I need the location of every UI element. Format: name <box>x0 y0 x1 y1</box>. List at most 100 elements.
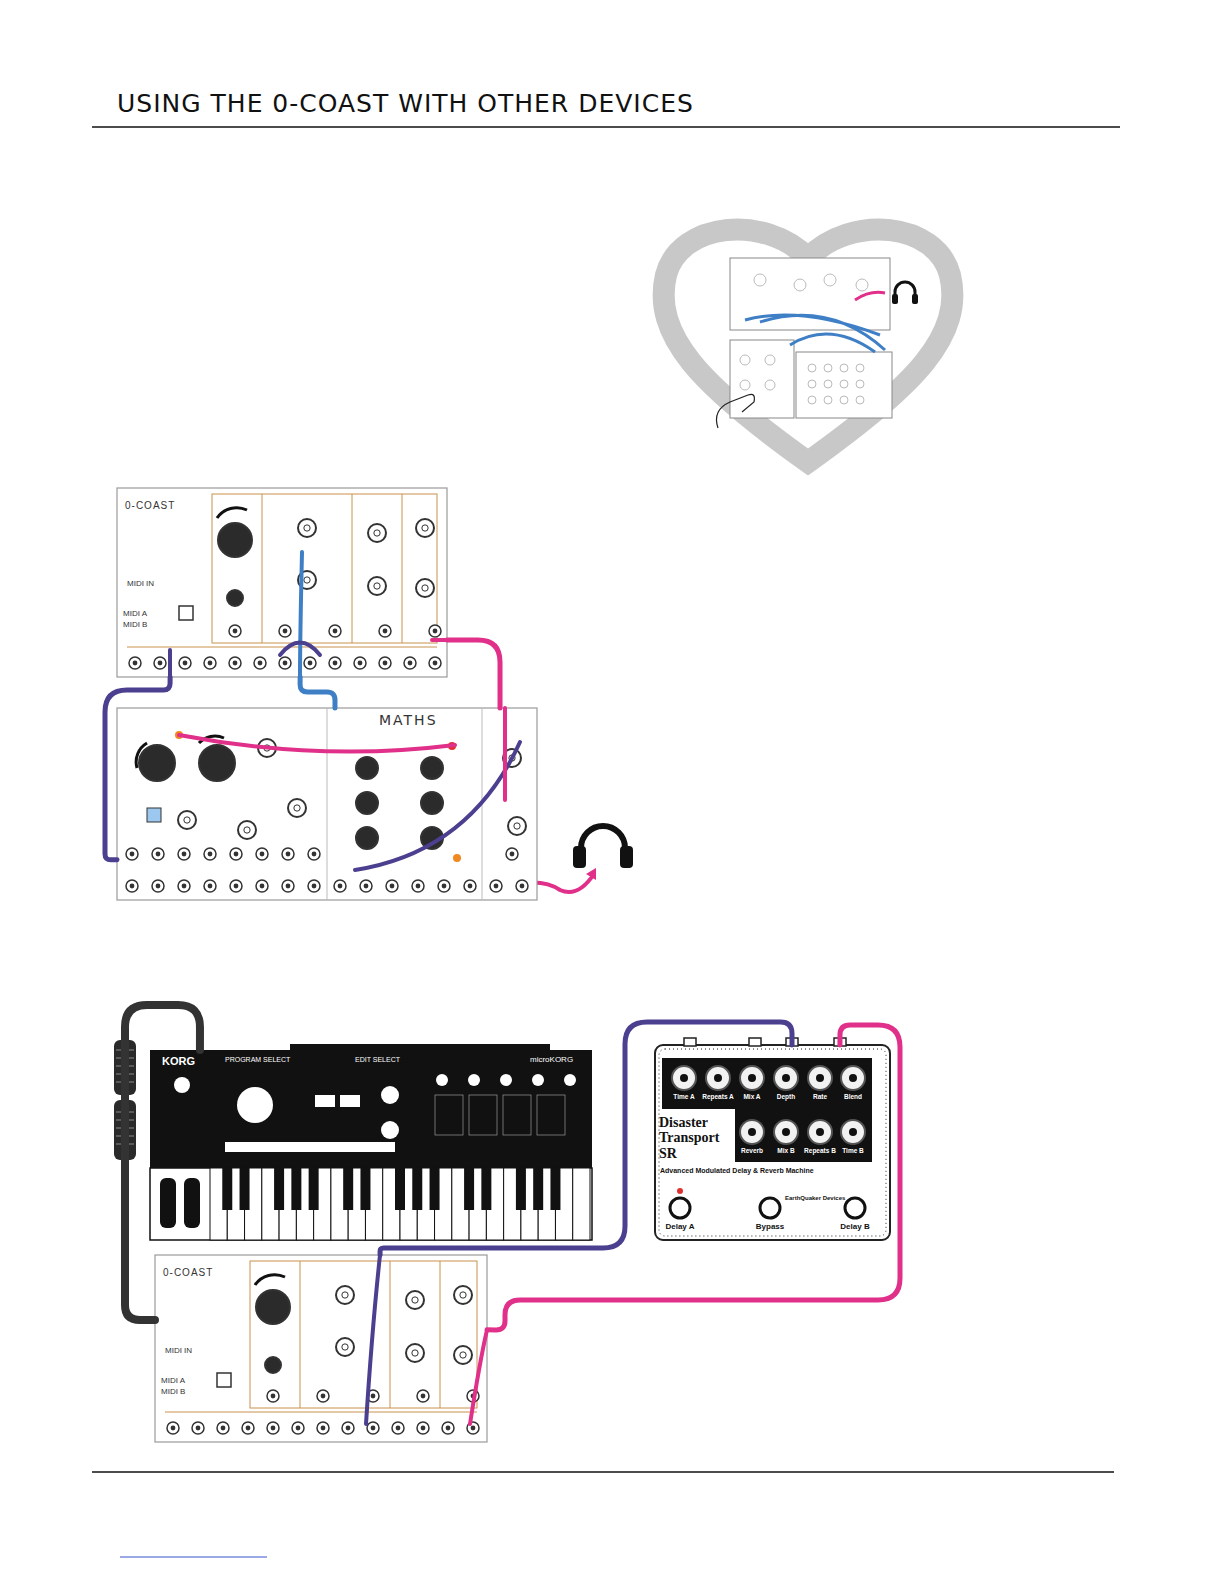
panel-label: PROGRAM SELECT <box>225 1056 290 1064</box>
knob <box>356 792 378 814</box>
knob <box>298 519 316 537</box>
jack <box>438 880 450 892</box>
panel-label: Time B <box>823 1147 883 1154</box>
jack <box>286 884 291 889</box>
knob <box>454 1346 472 1364</box>
panel-trace <box>262 494 263 643</box>
knob <box>381 1121 399 1139</box>
jack <box>208 661 213 666</box>
pedal-control-area <box>662 1058 872 1162</box>
panel-label: Repeats B <box>790 1147 850 1154</box>
jack <box>360 880 372 892</box>
knob <box>412 1350 418 1356</box>
jack <box>396 1426 401 1431</box>
patch-cable <box>179 735 455 752</box>
keyboard-top-panel <box>150 1050 592 1168</box>
jack <box>196 1426 201 1431</box>
knob <box>368 577 386 595</box>
panel-trace <box>390 1261 391 1408</box>
panel-label: Repeats A <box>688 1093 748 1100</box>
jack <box>242 1422 254 1434</box>
jack <box>408 661 413 666</box>
knob <box>849 1128 857 1136</box>
parameter-table <box>503 1095 531 1135</box>
knob <box>422 585 428 591</box>
jack <box>346 1426 351 1431</box>
panel-face <box>117 488 447 677</box>
jack <box>329 657 341 669</box>
jack <box>506 848 518 860</box>
knob <box>748 1128 756 1136</box>
jack <box>510 852 515 857</box>
jack <box>490 880 502 892</box>
knob <box>774 1120 798 1144</box>
jack <box>256 880 268 892</box>
patch-cable <box>355 742 520 870</box>
knob <box>412 1297 418 1303</box>
jack <box>304 657 316 669</box>
jack <box>254 657 266 669</box>
patch-cable <box>470 1330 487 1424</box>
jack <box>130 852 135 857</box>
knob <box>808 1120 832 1144</box>
wheel <box>184 1178 200 1228</box>
patch-cable <box>487 1025 900 1330</box>
knob <box>680 1074 688 1082</box>
node-text: Advanced Modulated Delay & Reverb Machin… <box>660 1167 814 1175</box>
panel-label: MIDI B <box>123 621 147 630</box>
turn-arrow <box>255 1275 285 1285</box>
jack <box>229 625 241 637</box>
panel-label: MIDI B <box>161 1388 185 1397</box>
jack <box>421 1426 426 1431</box>
black-key <box>274 1168 284 1210</box>
knob <box>174 1077 190 1093</box>
jack <box>126 848 138 860</box>
knob <box>468 1074 480 1086</box>
pedal-jack <box>684 1038 696 1046</box>
jack <box>279 657 291 669</box>
jack <box>217 1422 229 1434</box>
jack <box>208 884 213 889</box>
knob <box>421 792 443 814</box>
patch-cable <box>300 677 335 708</box>
knob <box>199 745 235 781</box>
jack <box>156 884 161 889</box>
panel-trace <box>165 1412 477 1413</box>
jack <box>329 625 341 637</box>
black-key <box>430 1168 440 1210</box>
jack <box>308 661 313 666</box>
patch-cable <box>168 650 172 677</box>
jack <box>442 884 447 889</box>
jack <box>292 1422 304 1434</box>
panel-label: MIDI A <box>123 610 147 619</box>
node-text: Disaster Transport SR <box>659 1115 733 1161</box>
footer-rule <box>92 1471 1114 1473</box>
jack <box>379 657 391 669</box>
knob <box>460 1292 466 1298</box>
panel-label: Bypass <box>740 1223 800 1232</box>
jack <box>283 629 288 634</box>
jack <box>404 657 416 669</box>
black-key <box>533 1168 543 1210</box>
jack <box>286 852 291 857</box>
knob <box>238 821 256 839</box>
jack <box>321 1426 326 1431</box>
mini-panel <box>796 352 892 418</box>
jack <box>208 852 213 857</box>
jack <box>126 880 138 892</box>
mini-panel <box>730 340 794 418</box>
knob <box>706 1066 730 1090</box>
knob <box>244 827 250 833</box>
knob <box>356 757 378 779</box>
jack <box>258 661 263 666</box>
jack <box>334 880 346 892</box>
patch-cable <box>300 552 302 677</box>
black-key <box>412 1168 422 1210</box>
knob <box>782 1074 790 1082</box>
jack <box>167 1422 179 1434</box>
black-key <box>516 1168 526 1210</box>
panel-label: EDIT SELECT <box>355 1056 400 1064</box>
jack <box>442 1422 454 1434</box>
panel-trace <box>352 494 353 643</box>
footswitch <box>760 1198 780 1218</box>
